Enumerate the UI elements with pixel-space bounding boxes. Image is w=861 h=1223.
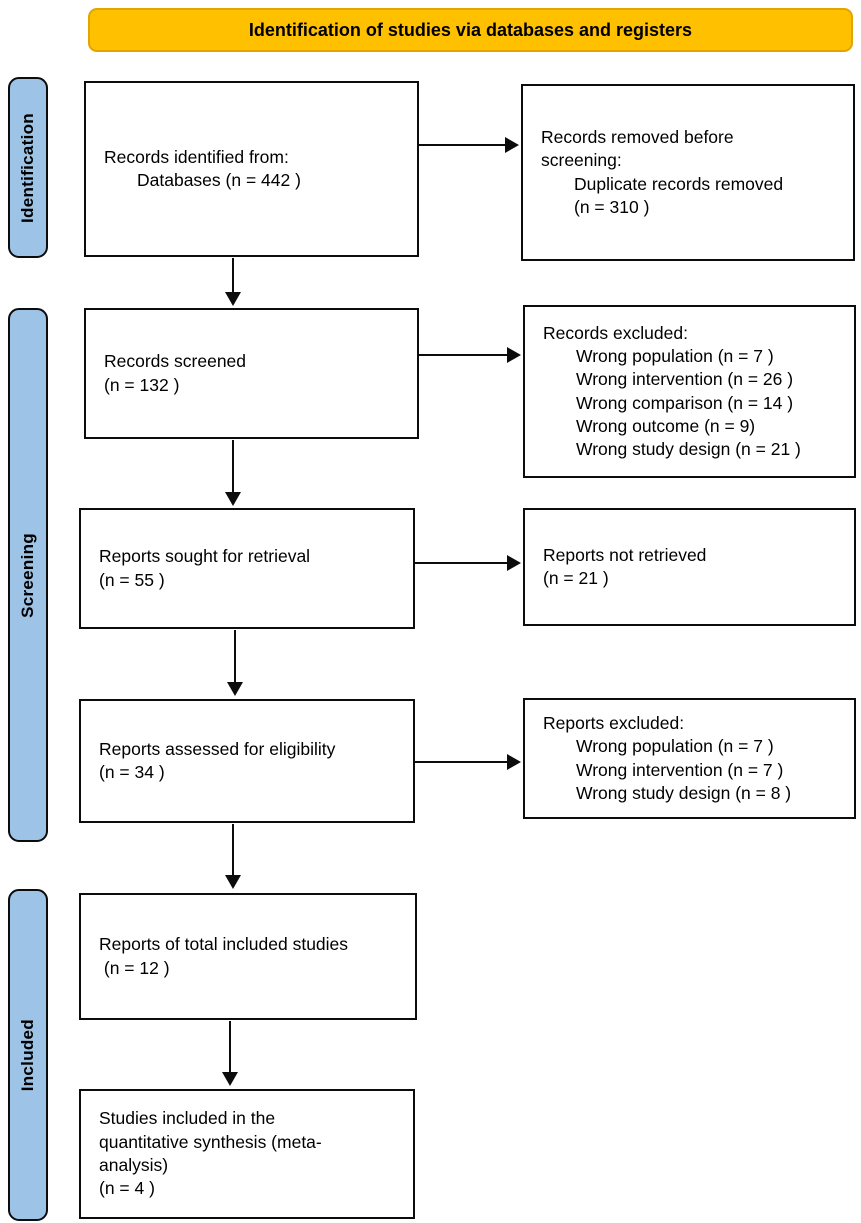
box-text-line: Duplicate records removed — [574, 173, 784, 194]
box-text-line: Studies included in the — [99, 1108, 276, 1129]
box-text-line: Wrong study design (n = 21 ) — [576, 439, 801, 460]
box-text-line: Reports not retrieved — [543, 544, 707, 565]
box-text-line: Wrong intervention (n = 7 ) — [576, 759, 784, 780]
box-reports-not-retrieved: Reports not retrieved (n = 21 ) — [523, 508, 856, 626]
arrow-identified-to-screened — [225, 258, 241, 306]
box-text-line: (n = 55 ) — [99, 569, 165, 590]
arrow-assessed-to-excluded — [415, 754, 521, 770]
box-text-line: Wrong population (n = 7 ) — [576, 736, 774, 757]
arrow-total-to-included — [222, 1021, 238, 1086]
stage-label-screening: Screening — [8, 308, 48, 842]
box-reports-sought: Reports sought for retrieval (n = 55 ) — [79, 508, 415, 629]
stage-label-identification: Identification — [8, 77, 48, 258]
box-text-line: Reports assessed for eligibility — [99, 738, 336, 759]
arrow-screened-to-excluded — [419, 347, 521, 363]
arrow-assessed-to-total — [225, 824, 241, 889]
arrow-sought-to-assessed — [227, 630, 243, 696]
box-text-line: (n = 12 ) — [99, 957, 170, 978]
stage-label-screening-text: Screening — [18, 532, 37, 618]
box-records-identified: Records identified from: Databases (n = … — [84, 81, 419, 257]
stage-label-included: Included — [8, 889, 48, 1221]
arrow-sought-to-not-retrieved — [415, 555, 521, 571]
box-records-removed: Records removed before screening: Duplic… — [521, 84, 855, 261]
box-text-line: (n = 34 ) — [99, 762, 165, 782]
box-text-line: Records identified from: — [104, 146, 289, 167]
arrow-screened-to-sought — [225, 440, 241, 506]
stage-label-identification-text: Identification — [18, 112, 37, 223]
arrow-identified-to-removed — [419, 137, 519, 153]
box-text-line: Reports excluded: — [543, 712, 685, 733]
box-text-line: Records excluded: — [543, 322, 688, 343]
box-text-line: analysis) — [99, 1155, 169, 1175]
box-studies-included: Studies included in the quantitative syn… — [79, 1089, 415, 1219]
box-text-line: Wrong intervention (n = 26 ) — [576, 369, 794, 390]
box-reports-total-included: Reports of total included studies (n = 1… — [79, 893, 417, 1020]
box-text-line: Databases (n = 442 ) — [137, 170, 301, 190]
box-text-line: Wrong comparison (n = 14 ) — [576, 392, 794, 413]
box-text-line: (n = 21 ) — [543, 568, 609, 588]
diagram-title-banner: Identification of studies via databases … — [88, 8, 853, 52]
box-text-line: Wrong outcome (n = 9) — [576, 415, 756, 436]
box-records-excluded: Records excluded: Wrong population (n = … — [523, 305, 856, 478]
box-text-line: Records removed before — [541, 126, 734, 147]
stage-label-included-text: Included — [18, 1018, 37, 1092]
box-records-screened: Records screened (n = 132 ) — [84, 308, 419, 439]
box-text-line: Records screened — [104, 351, 247, 372]
box-text-line: Wrong population (n = 7 ) — [576, 345, 774, 366]
diagram-title: Identification of studies via databases … — [248, 19, 693, 40]
box-text-line: (n = 4 ) — [99, 1178, 155, 1199]
box-text-line: (n = 310 ) — [574, 196, 650, 217]
box-text-line: Reports of total included studies — [99, 934, 349, 955]
box-text-line: Wrong study design (n = 8 ) — [576, 782, 792, 803]
box-text-line: quantitative synthesis (meta- — [99, 1131, 322, 1152]
box-text-line: (n = 132 ) — [104, 374, 180, 395]
box-reports-excluded: Reports excluded: Wrong population (n = … — [523, 698, 856, 819]
box-text-line: Reports sought for retrieval — [99, 546, 311, 567]
box-reports-assessed: Reports assessed for eligibility (n = 34… — [79, 699, 415, 823]
box-text-line: screening: — [541, 150, 622, 171]
